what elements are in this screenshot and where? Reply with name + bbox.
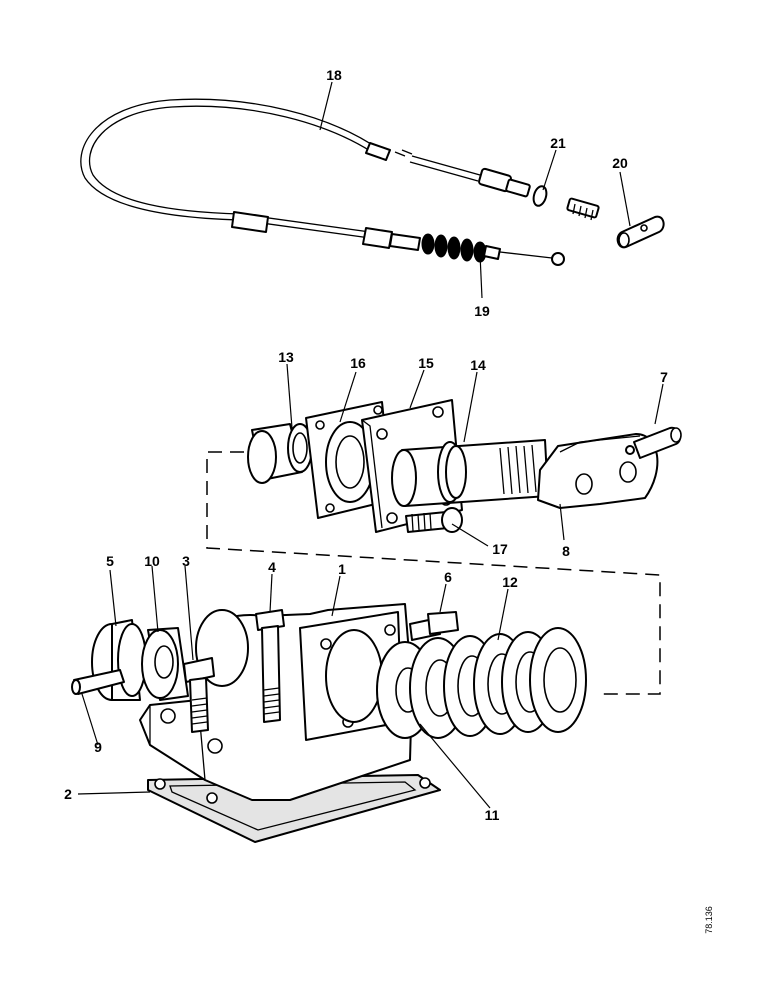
housing-bolt-short-part (183, 657, 215, 733)
callout-12: 12 (502, 574, 518, 590)
release-assembly (247, 399, 682, 533)
flange-bolt-part (405, 507, 463, 533)
callout-2: 2 (64, 786, 72, 802)
gasket-part (147, 774, 441, 843)
callout-16: 16 (350, 355, 366, 371)
callout-8: 8 (562, 543, 570, 559)
seal-bush-part (141, 627, 189, 701)
cable-adjuster-spring (389, 233, 501, 263)
callout-9: 9 (94, 739, 102, 755)
callout-19: 19 (474, 303, 490, 319)
callout-7: 7 (660, 369, 668, 385)
shaft-pin-part (71, 669, 125, 695)
assembly-dashed-outline (206, 451, 661, 695)
release-spring-part (376, 627, 587, 739)
fork-pin-part (625, 426, 682, 459)
callout-5: 5 (106, 553, 114, 569)
callout-11: 11 (485, 807, 500, 823)
callout-15: 15 (418, 355, 434, 371)
control-cable-assembly (80, 98, 665, 266)
housing-bolt-long-part (255, 609, 285, 723)
callout-1: 1 (338, 561, 346, 577)
callout-3: 3 (182, 553, 190, 569)
callout-14: 14 (470, 357, 486, 373)
callout-6: 6 (444, 569, 452, 585)
leader-lines (77, 81, 664, 809)
figure-reference-code: 78.136 (704, 906, 714, 934)
housing-assembly (71, 603, 587, 843)
callout-13: 13 (278, 349, 294, 365)
bush-part (247, 423, 313, 484)
callout-20: 20 (612, 155, 628, 171)
callout-10: 10 (144, 553, 160, 569)
callout-4: 4 (268, 559, 276, 575)
callout-18: 18 (326, 67, 342, 83)
callout-21: 21 (550, 135, 566, 151)
bleed-nipple-part (409, 611, 459, 641)
clevis-pin-part (616, 215, 665, 249)
tube-part (391, 439, 549, 507)
callout-17: 17 (492, 541, 508, 557)
callout-labels: 18 21 20 19 13 16 15 14 7 17 8 5 10 3 4 … (64, 67, 668, 823)
